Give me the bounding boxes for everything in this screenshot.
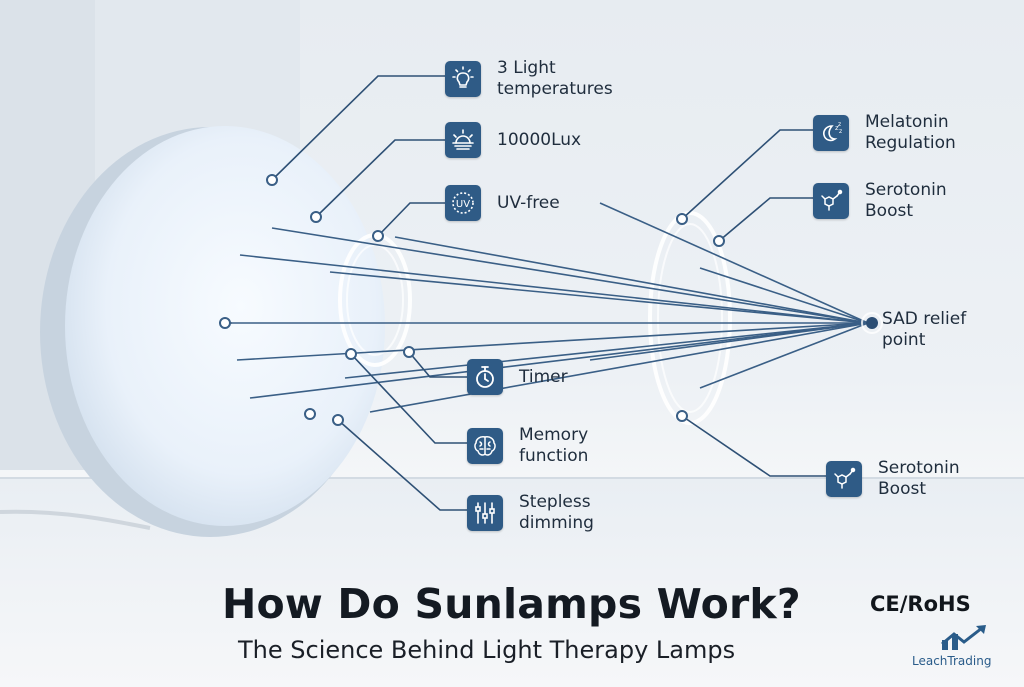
brand-name: LeachTrading [912,654,992,668]
feature-label: 10000Lux [497,129,582,150]
lightbulb-icon [445,61,481,97]
feature-serotonin-bottom: Serotonin Boost [826,458,960,500]
callout-connectors [225,75,826,511]
receiver-halo-ring-inner [657,223,723,413]
sad-focal-point [866,317,878,329]
feature-label: Melatonin Regulation [865,112,956,153]
sliders-icon [467,495,503,531]
brand-logo: LeachTrading [912,624,1022,674]
feature-uv-free: UV UV-free [445,185,560,221]
page-subtitle: The Science Behind Light Therapy Lamps [238,636,736,664]
trend-arrow-icon [941,625,986,650]
feature-dimming: Stepless dimming [467,492,594,534]
brain-icon [467,428,503,464]
feature-label: SAD relief point [882,309,967,350]
feature-label: Timer [519,366,568,387]
feature-lux: 10000Lux [445,122,581,158]
feature-light-temperatures: 3 Light temperatures [445,58,613,100]
feature-sad-relief: SAD relief point [882,309,966,351]
feature-label: Memory function [519,425,589,466]
feature-label: Stepless dimming [519,492,594,533]
svg-text:UV: UV [456,199,470,210]
sad-focal-glow [861,312,883,334]
feature-label: Serotonin Boost [878,458,960,499]
feature-label: UV-free [497,192,560,213]
uv-shield-icon: UV [445,185,481,221]
svg-text:z: z [835,124,839,132]
light-rays [232,202,869,413]
stopwatch-icon [467,359,503,395]
connector-nodes [219,174,725,426]
page-title: How Do Sunlamps Work? [222,580,801,628]
feature-label: 3 Light temperatures [497,58,613,99]
feature-timer: Timer [467,359,568,395]
sunrise-icon [445,122,481,158]
svg-text:z: z [839,128,842,135]
lamp-cable [0,509,151,530]
receiver-halo-ring [648,211,732,425]
svg-text:z: z [838,121,841,128]
feature-memory: Memory function [467,425,588,467]
feature-serotonin-top: Serotonin Boost [813,180,947,222]
molecule-icon [826,461,862,497]
certification-badge: CE/RoHS [870,592,971,616]
molecule-icon [813,183,849,219]
feature-label: Serotonin Boost [865,180,947,221]
